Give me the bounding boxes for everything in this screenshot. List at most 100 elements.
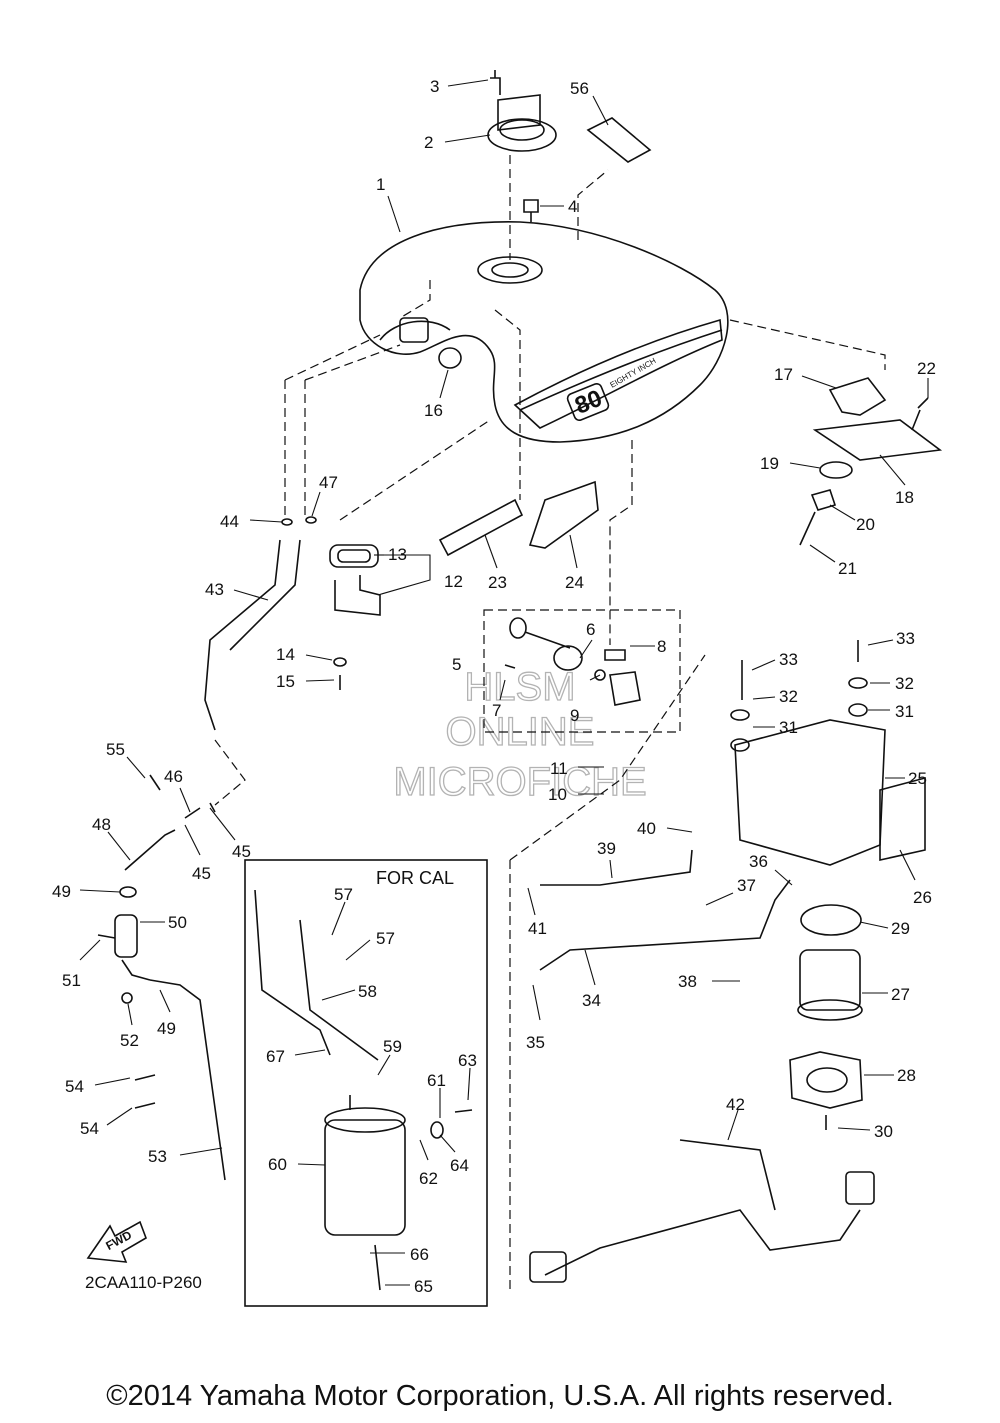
callout-22: 22	[917, 359, 936, 378]
callout-54b: 54	[80, 1119, 99, 1138]
callout-56: 56	[570, 79, 589, 98]
callout-8: 8	[657, 637, 666, 656]
callout-34: 34	[582, 991, 601, 1010]
callout-54: 54	[65, 1077, 84, 1096]
callout-35: 35	[526, 1033, 545, 1052]
hose-39	[540, 849, 693, 886]
callout-62: 62	[419, 1169, 438, 1188]
label-sticker	[586, 117, 652, 163]
callout-48: 48	[92, 815, 111, 834]
callout-60: 60	[268, 1155, 287, 1174]
callout-31b: 31	[895, 702, 914, 721]
callout-10: 10	[548, 785, 567, 804]
callout-44: 44	[220, 512, 239, 531]
callout-16: 16	[424, 401, 443, 420]
connector-pump	[845, 1171, 875, 1205]
callout-55: 55	[106, 740, 125, 759]
callout-43: 43	[205, 580, 224, 599]
callout-58: 58	[358, 982, 377, 1001]
callout-49: 49	[52, 882, 71, 901]
callout-57: 57	[334, 885, 353, 904]
callout-41: 41	[528, 919, 547, 938]
watermark-line-3: MICROFICHE	[393, 760, 646, 804]
callout-63: 63	[458, 1051, 477, 1070]
fwd-label: FWD	[103, 1228, 134, 1253]
callout-28: 28	[897, 1066, 916, 1085]
for-cal-label: FOR CAL	[376, 868, 454, 888]
fuel-cock-group	[483, 609, 681, 733]
callout-4: 4	[568, 197, 577, 216]
callout-29: 29	[891, 919, 910, 938]
callout-6: 6	[586, 620, 595, 639]
callout-20: 20	[856, 515, 875, 534]
callout-5: 5	[452, 655, 461, 674]
callout-31: 31	[779, 718, 798, 737]
callout-32b: 32	[895, 674, 914, 693]
hose-48	[124, 829, 176, 871]
callout-36: 36	[749, 852, 768, 871]
callout-52: 52	[120, 1031, 139, 1050]
callout-66: 66	[410, 1245, 429, 1264]
hose-42	[544, 1209, 861, 1276]
callout-37: 37	[737, 876, 756, 895]
tank-mount-bracket	[799, 377, 943, 546]
callout-30: 30	[874, 1122, 893, 1141]
evap-canister	[254, 889, 473, 1291]
callout-24: 24	[565, 573, 584, 592]
connector	[529, 1251, 567, 1283]
watermark-line-1: HLSM	[464, 665, 575, 709]
callout-12: 12	[444, 572, 463, 591]
callout-33b: 33	[896, 629, 915, 648]
vent-hoses	[204, 516, 317, 731]
callout-67: 67	[266, 1047, 285, 1066]
callout-57b: 57	[376, 929, 395, 948]
rubber-pad	[438, 498, 524, 557]
tank-pad	[528, 480, 599, 549]
callout-14: 14	[276, 645, 295, 664]
callout-26: 26	[913, 888, 932, 907]
callout-1: 1	[376, 175, 385, 194]
hose-34	[539, 879, 791, 971]
callout-47: 47	[319, 473, 338, 492]
callout-39: 39	[597, 839, 616, 858]
callout-45b: 45	[192, 864, 211, 883]
callout-33: 33	[779, 650, 798, 669]
callout-50: 50	[168, 913, 187, 932]
callout-51: 51	[62, 971, 81, 990]
filter-assembly	[97, 886, 226, 1181]
callout-40: 40	[637, 819, 656, 838]
callout-61: 61	[427, 1071, 446, 1090]
callout-7: 7	[492, 701, 501, 720]
callout-11: 11	[550, 759, 568, 778]
tank-badge: 80	[571, 385, 606, 420]
callout-45: 45	[232, 842, 251, 861]
callout-19: 19	[760, 454, 779, 473]
fuel-cock	[504, 617, 641, 706]
callout-46: 46	[164, 767, 183, 786]
fuel-cap	[487, 70, 557, 152]
fwd-arrow-icon: FWD	[86, 1220, 147, 1263]
callout-17: 17	[774, 365, 793, 384]
callout-21: 21	[838, 559, 857, 578]
callout-13: 13	[388, 545, 407, 564]
fuel-pump-group	[730, 640, 926, 1130]
callout-38: 38	[678, 972, 697, 991]
callout-25: 25	[908, 769, 927, 788]
callout-2: 2	[424, 133, 433, 152]
for-cal-box	[244, 859, 488, 1307]
callout-65: 65	[414, 1277, 433, 1296]
callout-15: 15	[276, 672, 295, 691]
fuel-tank: 80 EIGHTY INCH	[359, 221, 729, 443]
callout-49b: 49	[157, 1019, 176, 1038]
sender-plate	[329, 544, 381, 690]
copyright-footer: ©2014 Yamaha Motor Corporation, U.S.A. A…	[106, 1380, 894, 1412]
callout-59: 59	[383, 1037, 402, 1056]
callout-53: 53	[148, 1147, 167, 1166]
callout-9: 9	[570, 706, 579, 725]
callout-32: 32	[779, 687, 798, 706]
callout-27: 27	[891, 985, 910, 1004]
watermark: HLSM ONLINE MICROFICHE	[393, 664, 648, 804]
callout-23: 23	[488, 573, 507, 592]
callout-42: 42	[726, 1095, 745, 1114]
